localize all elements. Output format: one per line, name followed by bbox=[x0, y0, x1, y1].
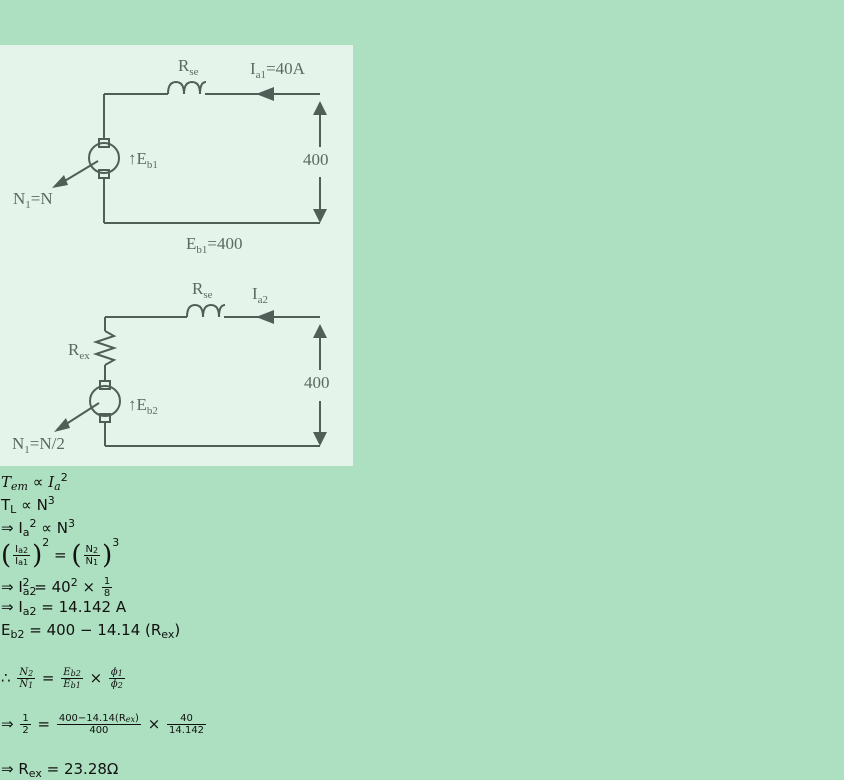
top-current-label: Ia1=40A bbox=[250, 59, 306, 81]
top-armature bbox=[88, 142, 120, 174]
bottom-emf-label: ↑Eb2 bbox=[128, 395, 158, 417]
equation-load-torque: TL ∝ N3 bbox=[1, 494, 55, 516]
bottom-brush-upper bbox=[99, 380, 111, 390]
top-series-field-coil bbox=[167, 80, 207, 95]
top-voltage-arrowhead-up bbox=[313, 101, 327, 115]
bottom-voltage-arrowhead-down bbox=[313, 432, 327, 446]
bottom-voltage-arrowhead-up bbox=[313, 324, 327, 338]
external-resistor bbox=[92, 330, 118, 366]
eb2-over-eb1-fraction: 400−14.14(Rex)400 bbox=[56, 713, 141, 736]
circuit-diagram-figure: Rse Ia1=40A 400 ↑Eb1 N1=N Eb1=400 Rse Ia… bbox=[0, 45, 353, 466]
equation-current-speed: ⇒ Ia2 ∝ N3 bbox=[1, 517, 75, 539]
equation-eb2: Eb2 = 400 − 14.14 (Rex) bbox=[1, 621, 181, 641]
bottom-series-field-coil bbox=[186, 303, 226, 318]
circuit-diagram: Rse Ia1=40A 400 ↑Eb1 N1=N Eb1=400 Rse Ia… bbox=[12, 56, 330, 456]
bottom-voltage-label: 400 bbox=[304, 373, 330, 392]
equation-ia2-value: ⇒ Ia2 = 14.142 A bbox=[1, 598, 127, 618]
top-current-arrowhead bbox=[256, 87, 274, 101]
bottom-armature bbox=[89, 385, 121, 417]
top-eb-label: Eb1=400 bbox=[186, 234, 242, 256]
top-emf-label: ↑Eb1 bbox=[128, 149, 158, 171]
top-voltage-label: 400 bbox=[303, 150, 329, 169]
bottom-rex-label: Rex bbox=[68, 340, 90, 362]
bottom-current-arrowhead bbox=[256, 310, 274, 324]
top-speed-arrowhead bbox=[52, 175, 68, 188]
top-rse-label: Rse bbox=[178, 56, 199, 78]
top-voltage-arrowhead-down bbox=[313, 209, 327, 223]
top-speed-label: N1=N bbox=[13, 189, 53, 211]
bottom-speed-label: N1=N/2 bbox=[12, 434, 65, 456]
equation-rex-result: ⇒ Rex = 23.28Ω bbox=[1, 760, 119, 780]
bottom-current-label: Ia2 bbox=[252, 284, 268, 306]
bottom-rse-label: Rse bbox=[192, 279, 213, 301]
equation-torque-em: Tem ∝ Ia2 bbox=[1, 471, 68, 493]
bottom-speed-arrowhead bbox=[54, 418, 70, 432]
